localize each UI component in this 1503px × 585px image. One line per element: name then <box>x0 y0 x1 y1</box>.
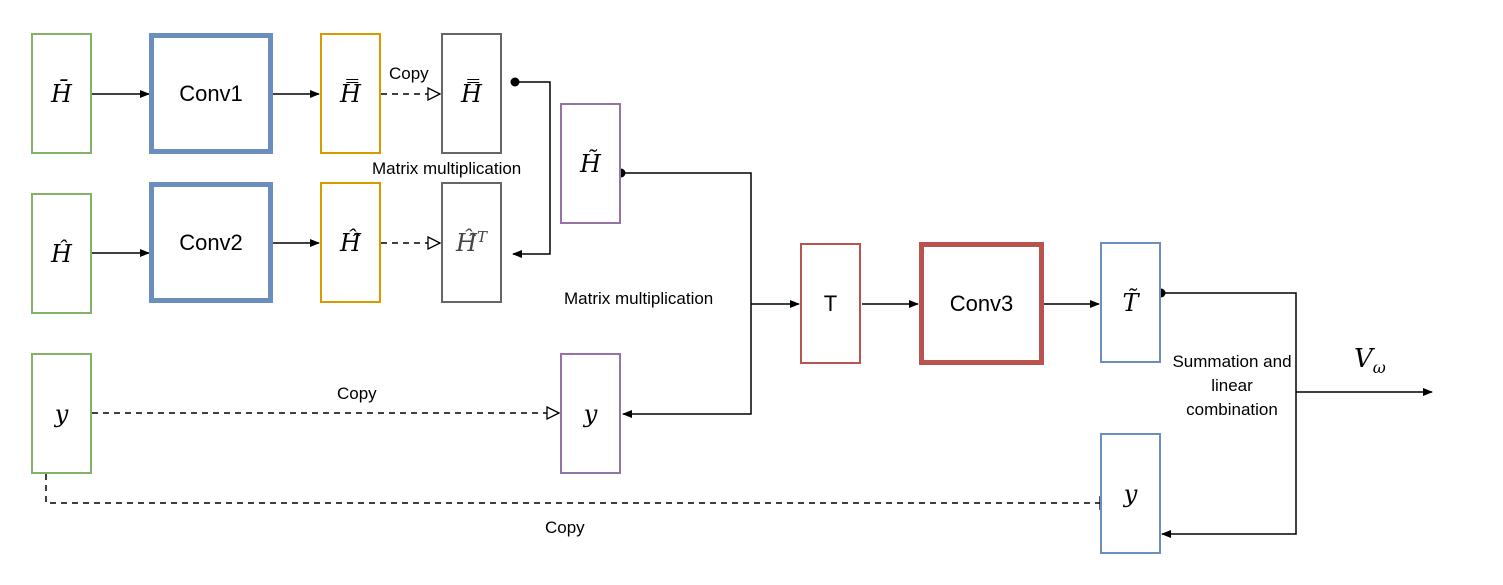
conv2-block: Conv2 <box>149 182 273 303</box>
output-subscript: ω <box>1372 358 1386 378</box>
conv3-label: Conv3 <box>949 290 1014 316</box>
output-label: Vω <box>1354 344 1386 377</box>
h-tilde-node: H̃ <box>560 103 621 224</box>
h-double-hat-label: Ĥ̂ <box>340 228 361 257</box>
h-bar-input-label: H̄ <box>51 79 72 108</box>
conv3-block: Conv3 <box>919 242 1044 365</box>
conv1-label: Conv1 <box>179 80 243 106</box>
h-hat-input-node: Ĥ <box>31 193 92 314</box>
h-double-hat-transpose-label: Ĥ̂T <box>456 228 487 257</box>
h-double-bar-node: H̿ <box>320 33 381 154</box>
edge-summation-bracket <box>1161 292 1297 538</box>
transpose-superscript: T <box>476 228 487 246</box>
output-base: V <box>1354 344 1373 374</box>
y-copy-middle-node: y <box>560 353 621 474</box>
copy-bottom-label: Copy <box>545 518 585 537</box>
y-copy-bottom-label: y <box>1123 479 1138 508</box>
y-copy-middle-label: y <box>583 399 598 428</box>
h-double-hat-node: Ĥ̂ <box>320 182 381 303</box>
copy-top-label: Copy <box>389 64 429 83</box>
t-block: T <box>800 243 861 364</box>
conv1-block: Conv1 <box>149 33 273 154</box>
t-block-label: T <box>823 290 838 316</box>
h-bar-input-node: H̄ <box>31 33 92 154</box>
h-tilde-label: H̃ <box>580 149 601 178</box>
y-input-label: y <box>54 399 69 428</box>
y-input-node: y <box>31 353 92 474</box>
h-hat-input-label: Ĥ <box>51 239 72 268</box>
h-double-bar-copy-label: H̿ <box>461 79 482 108</box>
t-tilde-node: T̃ <box>1100 242 1161 363</box>
matrix-mult-middle-label: Matrix multiplication <box>564 289 714 308</box>
y-copy-bottom-node: y <box>1100 433 1161 554</box>
matrix-mult-top-label: Matrix multiplication <box>372 159 522 178</box>
t-tilde-label: T̃ <box>1122 288 1139 317</box>
edge-copy-bottom <box>45 474 1112 503</box>
edge-matmul-bracket-top <box>512 81 551 258</box>
conv2-label: Conv2 <box>179 229 243 255</box>
h-double-bar-label: H̿ <box>340 79 361 108</box>
h-double-bar-copy-node: H̿ <box>441 33 502 154</box>
h-double-hat-transpose-node: Ĥ̂T <box>441 182 502 303</box>
dot-hdbar-copy <box>510 77 520 87</box>
summation-label: Summation and linear combination <box>1172 352 1292 419</box>
edge-bracket-y <box>622 304 752 418</box>
copy-middle-label: Copy <box>337 384 377 403</box>
edge-htilde-bracket <box>621 172 752 304</box>
h-double-hat-transpose-base: Ĥ̂ <box>456 229 477 257</box>
